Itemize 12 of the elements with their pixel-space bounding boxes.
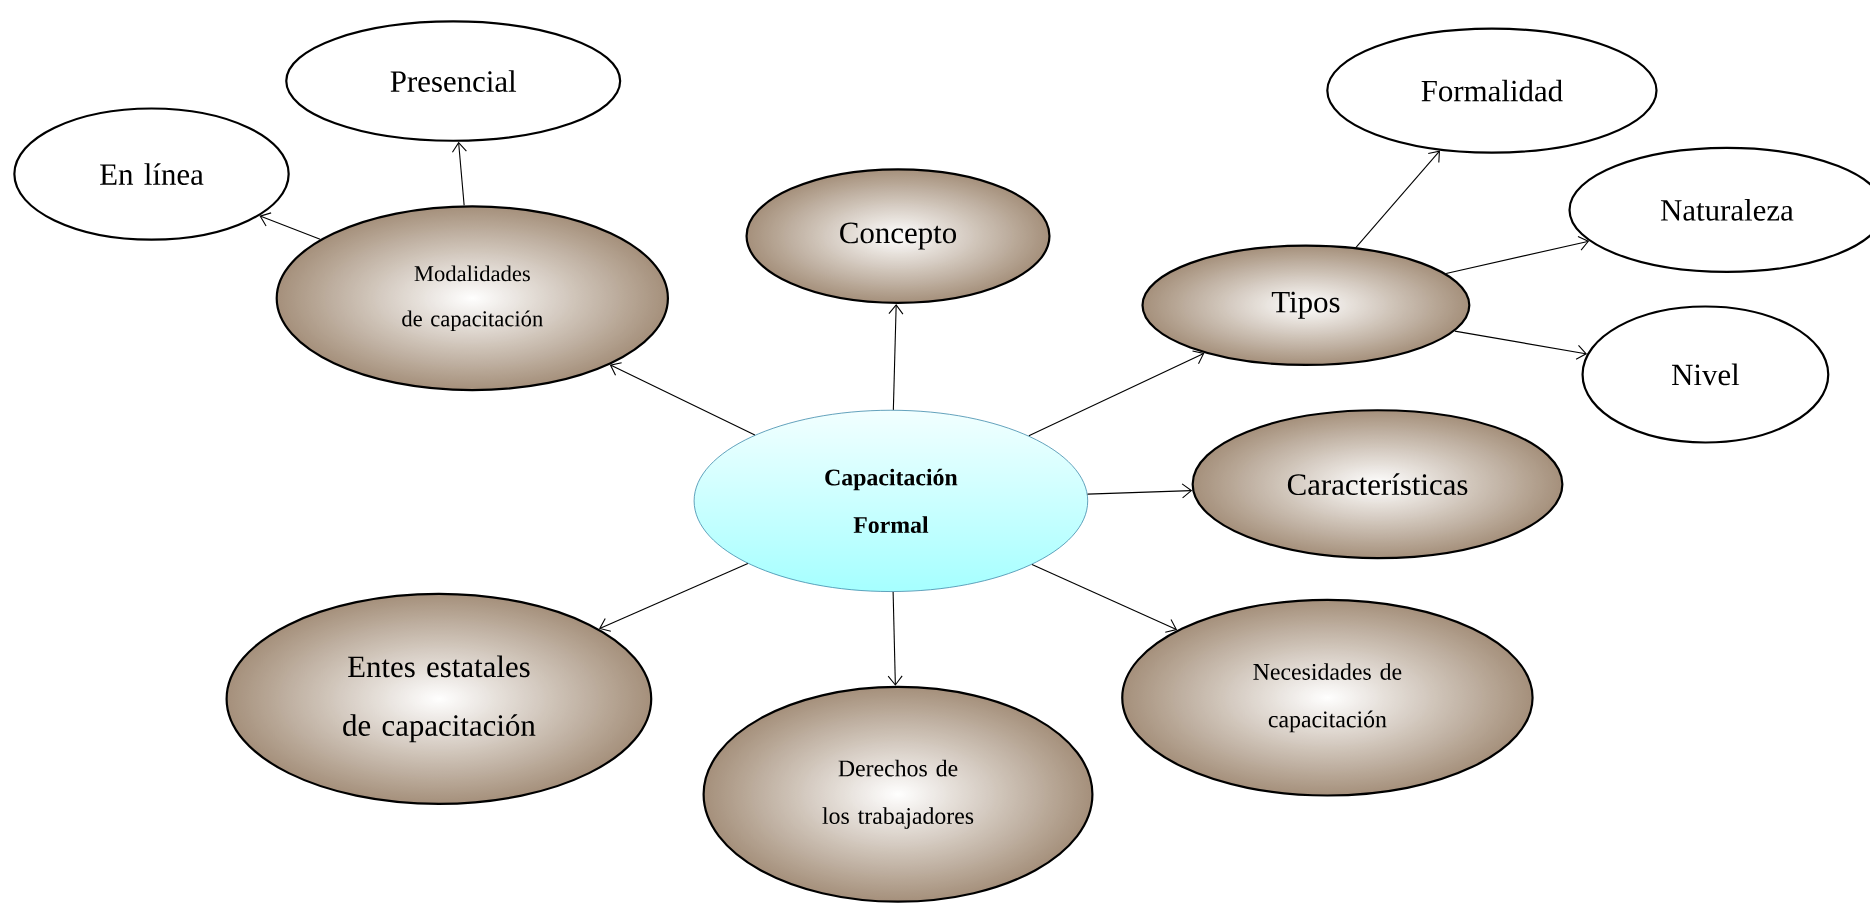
arrow [451, 141, 467, 206]
arrow [1445, 235, 1590, 275]
arrow [1454, 330, 1588, 360]
arrow [1031, 563, 1178, 633]
arrow [609, 362, 756, 436]
arrow [1028, 350, 1205, 437]
arrow [1087, 483, 1193, 499]
arrow [599, 563, 749, 632]
arrow [259, 212, 321, 240]
arrow [888, 304, 904, 411]
arrow [887, 591, 903, 686]
arrow [1355, 150, 1440, 248]
